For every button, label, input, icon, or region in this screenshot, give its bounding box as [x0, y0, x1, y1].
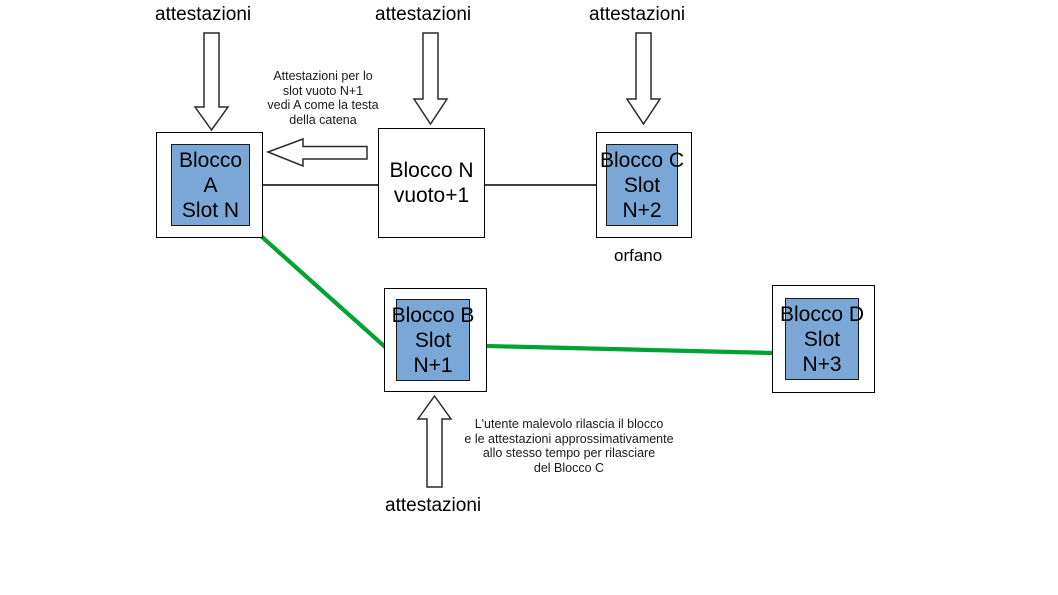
- block-a-line-2: A: [203, 173, 218, 197]
- down-arrow-to-block-a: [193, 32, 230, 132]
- up-arrow-to-block-b: [416, 394, 453, 488]
- down-arrow-to-block-n: [412, 32, 449, 126]
- fork-line-a-to-b: [259, 234, 387, 349]
- attestation-note-line-4: della catena: [289, 112, 357, 127]
- block-c-line-3: N+2: [622, 198, 662, 222]
- block-c-line-2: Slot: [623, 173, 661, 197]
- down-arrow-to-block-c: [625, 32, 662, 126]
- attestation-note: Attestazioni per lo slot vuoto N+1 vedi …: [245, 69, 401, 127]
- block-b-line-3: N+1: [413, 353, 453, 377]
- attestazioni-label-c: attestazioni: [589, 4, 686, 25]
- block-a-line-1: Blocco: [178, 148, 243, 172]
- attestation-note-line-2: slot vuoto N+1: [282, 83, 364, 98]
- block-n-empty[interactable]: Blocco N vuoto+1: [378, 128, 485, 238]
- block-n-line-1: Blocco N: [389, 159, 474, 182]
- block-c-body[interactable]: Blocco C Slot N+2: [600, 144, 684, 226]
- orphan-caption: orfano: [614, 246, 663, 265]
- attestazioni-label-b: attestazioni: [385, 495, 482, 516]
- block-n-line-2: vuoto+1: [393, 184, 470, 207]
- attestazioni-label-a: attestazioni: [155, 4, 252, 25]
- malicious-note-line-2: e le attestazioni approssimativamente: [464, 431, 674, 446]
- block-c-line-1: Blocco C: [599, 148, 685, 172]
- block-b-line-2: Slot: [414, 328, 452, 352]
- malicious-note-line-3: allo stesso tempo per rilasciare: [482, 446, 656, 461]
- fork-line-b-to-d: [484, 343, 775, 356]
- malicious-note-line-4: del Blocco C: [533, 460, 605, 475]
- left-arrow-n-to-a: [265, 137, 368, 168]
- block-b-body[interactable]: Blocco B Slot N+1: [392, 299, 474, 381]
- malicious-user-note: L'utente malevolo rilascia il blocco e l…: [450, 417, 688, 475]
- block-a-line-3: Slot N: [181, 198, 240, 222]
- block-d-line-1: Blocco D: [779, 302, 865, 326]
- block-d-body[interactable]: Blocco D Slot N+3: [780, 298, 864, 380]
- block-a-body[interactable]: Blocco A Slot N: [171, 144, 250, 226]
- block-d-line-2: Slot: [803, 327, 841, 351]
- block-b-line-1: Blocco B: [391, 303, 475, 327]
- attestation-note-line-3: vedi A come la testa: [267, 98, 379, 113]
- attestazioni-label-n: attestazioni: [375, 4, 472, 25]
- malicious-note-line-1: L'utente malevolo rilascia il blocco: [474, 417, 664, 431]
- block-d-line-3: N+3: [802, 352, 842, 376]
- attestation-note-line-1: Attestazioni per lo: [273, 69, 373, 83]
